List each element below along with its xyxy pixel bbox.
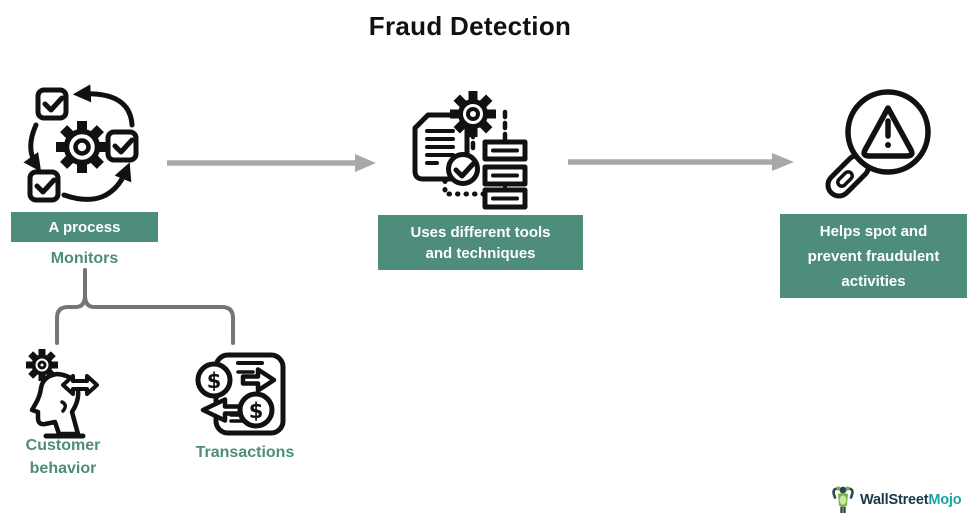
step-label-tools-techniques: Uses different tools and techniques [378, 215, 583, 270]
step-label-spot-prevent: Helps spot and prevent fraudulent activi… [780, 214, 967, 298]
wallstreetmojo-wordmark: WallStreetMojo [860, 491, 962, 508]
svg-text:$: $ [249, 399, 264, 423]
wallstreetmojo-mascot-icon [832, 486, 854, 513]
customer-behavior-head-gear-icon [26, 349, 99, 439]
flow-arrow-1 [167, 154, 376, 172]
wallstreetmojo-logo: WallStreetMojo [830, 483, 962, 516]
magnifier-warning-icon [825, 89, 931, 199]
customer-behavior-label: Customer behavior [25, 437, 101, 477]
document-gear-checklist-icon [412, 91, 528, 210]
svg-text:$: $ [207, 369, 222, 393]
transactions-money-exchange-icon: $ $ [195, 352, 286, 436]
logo-wallstreet-text: WallStreet [860, 491, 929, 508]
monitors-bracket [55, 268, 235, 345]
transactions-label: Transactions [195, 444, 295, 461]
flow-arrow-2 [568, 153, 794, 171]
monitors-label: Monitors [50, 250, 119, 267]
page-title: Fraud Detection [368, 11, 572, 41]
process-cycle-icon [23, 84, 139, 203]
logo-mojo-text: Mojo [928, 491, 962, 508]
step-label-a-process: A process [11, 212, 158, 242]
